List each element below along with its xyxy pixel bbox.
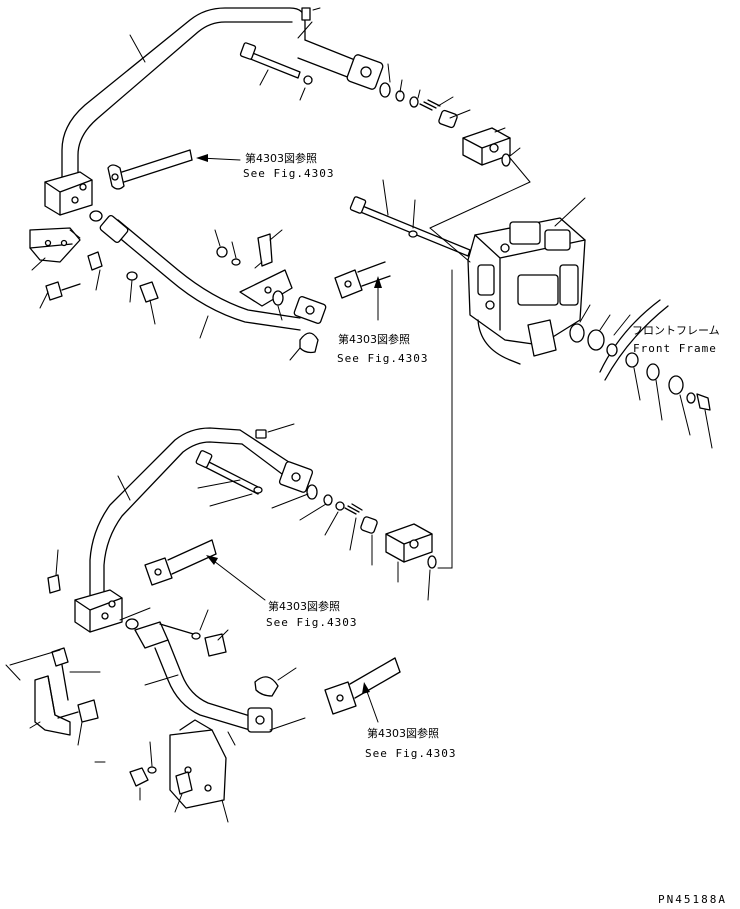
front-frame-jp: フロントフレーム xyxy=(632,324,720,337)
reference-label-1: 第4303図参照 See Fig.4303 xyxy=(243,151,334,180)
ref1-jp-label: 第4303図参照 xyxy=(245,151,317,165)
ref4-en-label: See Fig.4303 xyxy=(365,747,456,760)
reference-label-4: 第4303図参照 See Fig.4303 xyxy=(365,726,456,760)
ref3-jp-label: 第4303図参照 xyxy=(268,599,340,613)
ref1-en-label: See Fig.4303 xyxy=(243,167,334,180)
lower-pipe-assembly xyxy=(5,423,437,823)
ref2-jp-label: 第4303図参照 xyxy=(338,332,410,346)
ref2-en-label: See Fig.4303 xyxy=(337,352,428,365)
front-frame-label: フロントフレーム Front Frame xyxy=(632,324,720,355)
reference-arrows xyxy=(196,154,382,723)
control-valve xyxy=(349,179,713,569)
part-number: PN45188A xyxy=(658,893,727,906)
ref3-en-label: See Fig.4303 xyxy=(266,616,357,629)
ref4-jp-label: 第4303図参照 xyxy=(367,726,439,740)
reference-label-2: 第4303図参照 See Fig.4303 xyxy=(337,332,428,365)
front-frame-en: Front Frame xyxy=(633,342,717,355)
reference-label-3: 第4303図参照 See Fig.4303 xyxy=(266,599,357,629)
upper-pipe-assembly xyxy=(29,7,531,361)
